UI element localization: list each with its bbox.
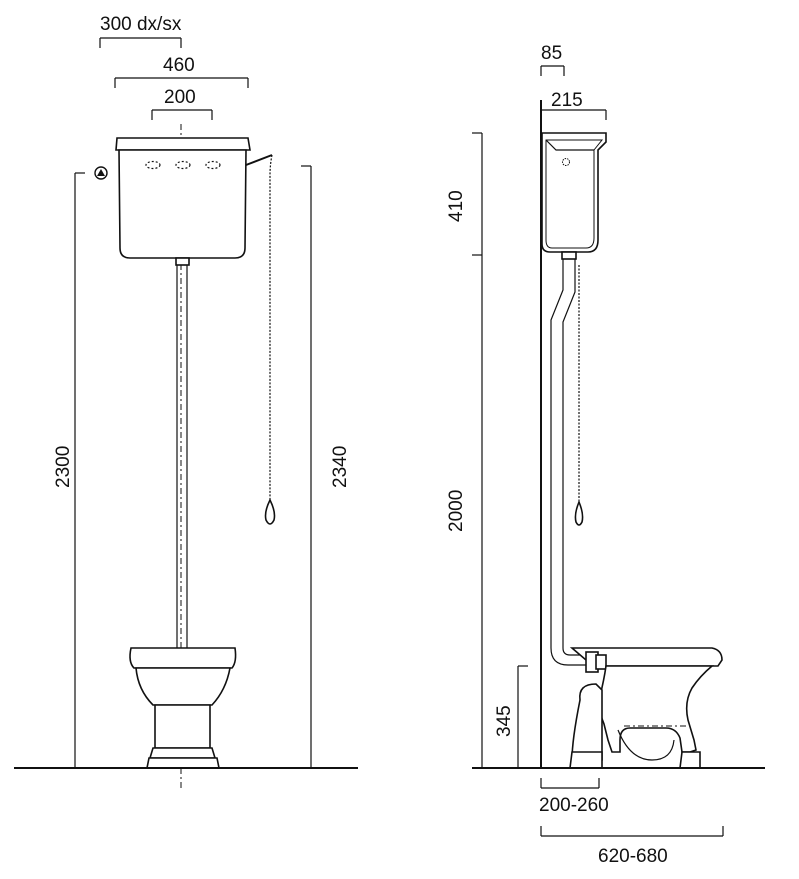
side-toilet-bowl (569, 647, 723, 769)
inlet-marker-icon (94, 166, 108, 180)
side-flush-pipe (550, 259, 596, 666)
dim-left-height: 2300 (53, 172, 85, 768)
front-pull-chain (264, 154, 276, 525)
dim-inner-width-label: 200 (164, 87, 196, 108)
side-view: 85 215 (446, 43, 765, 867)
front-view: 300 dx/sx 460 200 (14, 14, 358, 790)
dim-cistern-elevation-label: 2000 (446, 490, 467, 532)
dim-cistern-width: 460 (114, 55, 249, 88)
dim-wall-gap: 85 (540, 43, 565, 76)
dim-right-height: 2340 (301, 165, 351, 768)
side-cistern (541, 132, 607, 253)
dim-wall-gap-label: 85 (541, 43, 562, 64)
dim-inner-width: 200 (151, 87, 213, 120)
dim-cistern-height-label: 410 (446, 190, 467, 222)
dim-right-height-label: 2340 (330, 446, 351, 488)
dim-cistern-depth: 215 (541, 90, 607, 120)
dim-left-height-label: 2300 (53, 446, 74, 488)
dim-bowl-height: 345 (494, 665, 528, 768)
side-flush-connector (561, 251, 577, 260)
side-pull-chain (574, 265, 584, 526)
dim-bowl-length-label: 620-680 (598, 846, 668, 867)
dim-cistern-depth-label: 215 (551, 90, 583, 111)
dim-bowl-length: 620-680 (540, 826, 724, 867)
dim-bowl-height-label: 345 (494, 705, 515, 737)
dim-outlet-distance-label: 200-260 (539, 795, 609, 816)
front-cistern (115, 137, 273, 259)
dim-side-vertical (472, 132, 483, 768)
dim-outlet-distance: 200-260 (539, 778, 609, 816)
front-flush-connector (175, 257, 190, 266)
dim-top-offset-label: 300 dx/sx (100, 14, 182, 35)
dim-cistern-width-label: 460 (163, 55, 195, 76)
front-flush-pipe (176, 265, 188, 648)
dim-top-offset: 300 dx/sx (99, 14, 182, 48)
front-toilet-bowl (129, 647, 237, 769)
